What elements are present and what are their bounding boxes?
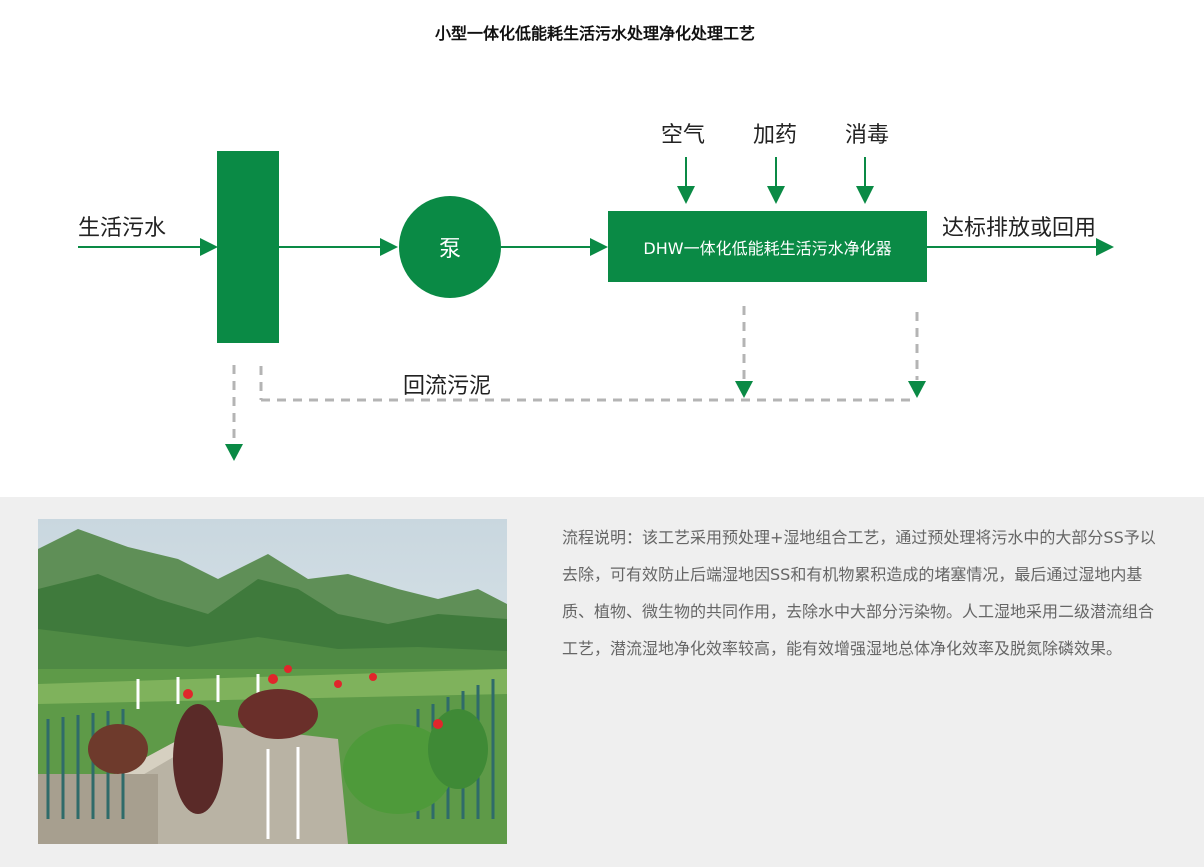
description-panel: 流程说明：该工艺采用预处理+湿地组合工艺，通过预处理将污水中的大部分SS予以去除…: [0, 497, 1204, 867]
flow-diagram-svg: [78, 151, 1114, 461]
return-sludge-label: 回流污泥: [403, 374, 492, 399]
inflow-arrowhead: [200, 238, 218, 256]
pretreatment-tank: [217, 151, 279, 343]
dosing-input-arrowhead: [767, 186, 785, 204]
disinfect-input-label: 消毒: [845, 123, 890, 148]
inflow-label: 生活污水: [78, 216, 167, 241]
process-flow-diagram: 生活污水 泵 DHW一体化低能耗生活污水净化器 空气 加药 消毒 达标排放或回用…: [78, 123, 1114, 461]
process-description: 流程说明：该工艺采用预处理+湿地组合工艺，通过预处理将污水中的大部分SS予以去除…: [562, 528, 1156, 658]
wetland-photo: [38, 519, 507, 844]
outflow-label: 达标排放或回用: [942, 216, 1097, 241]
purifier-sludge-arrowhead-1: [735, 381, 753, 398]
purifier-box: [608, 211, 927, 282]
dosing-input-label: 加药: [753, 123, 798, 148]
air-input-label: 空气: [661, 123, 706, 148]
tank-sludge-arrowhead: [225, 444, 243, 461]
wetland-photo-illustration: [38, 519, 507, 844]
purifier-label: DHW一体化低能耗生活污水净化器: [643, 238, 892, 258]
air-input-arrowhead: [677, 186, 695, 204]
page-title: 小型一体化低能耗生活污水处理净化处理工艺: [434, 24, 755, 43]
pump-label: 泵: [438, 237, 461, 262]
tank-to-pump-arrowhead: [380, 238, 398, 256]
pump-circle: [399, 196, 501, 298]
pump-to-purifier-arrowhead: [590, 238, 608, 256]
disinfect-input-arrowhead: [856, 186, 874, 204]
purifier-sludge-arrowhead-2: [908, 381, 926, 398]
outflow-arrowhead: [1096, 238, 1114, 256]
